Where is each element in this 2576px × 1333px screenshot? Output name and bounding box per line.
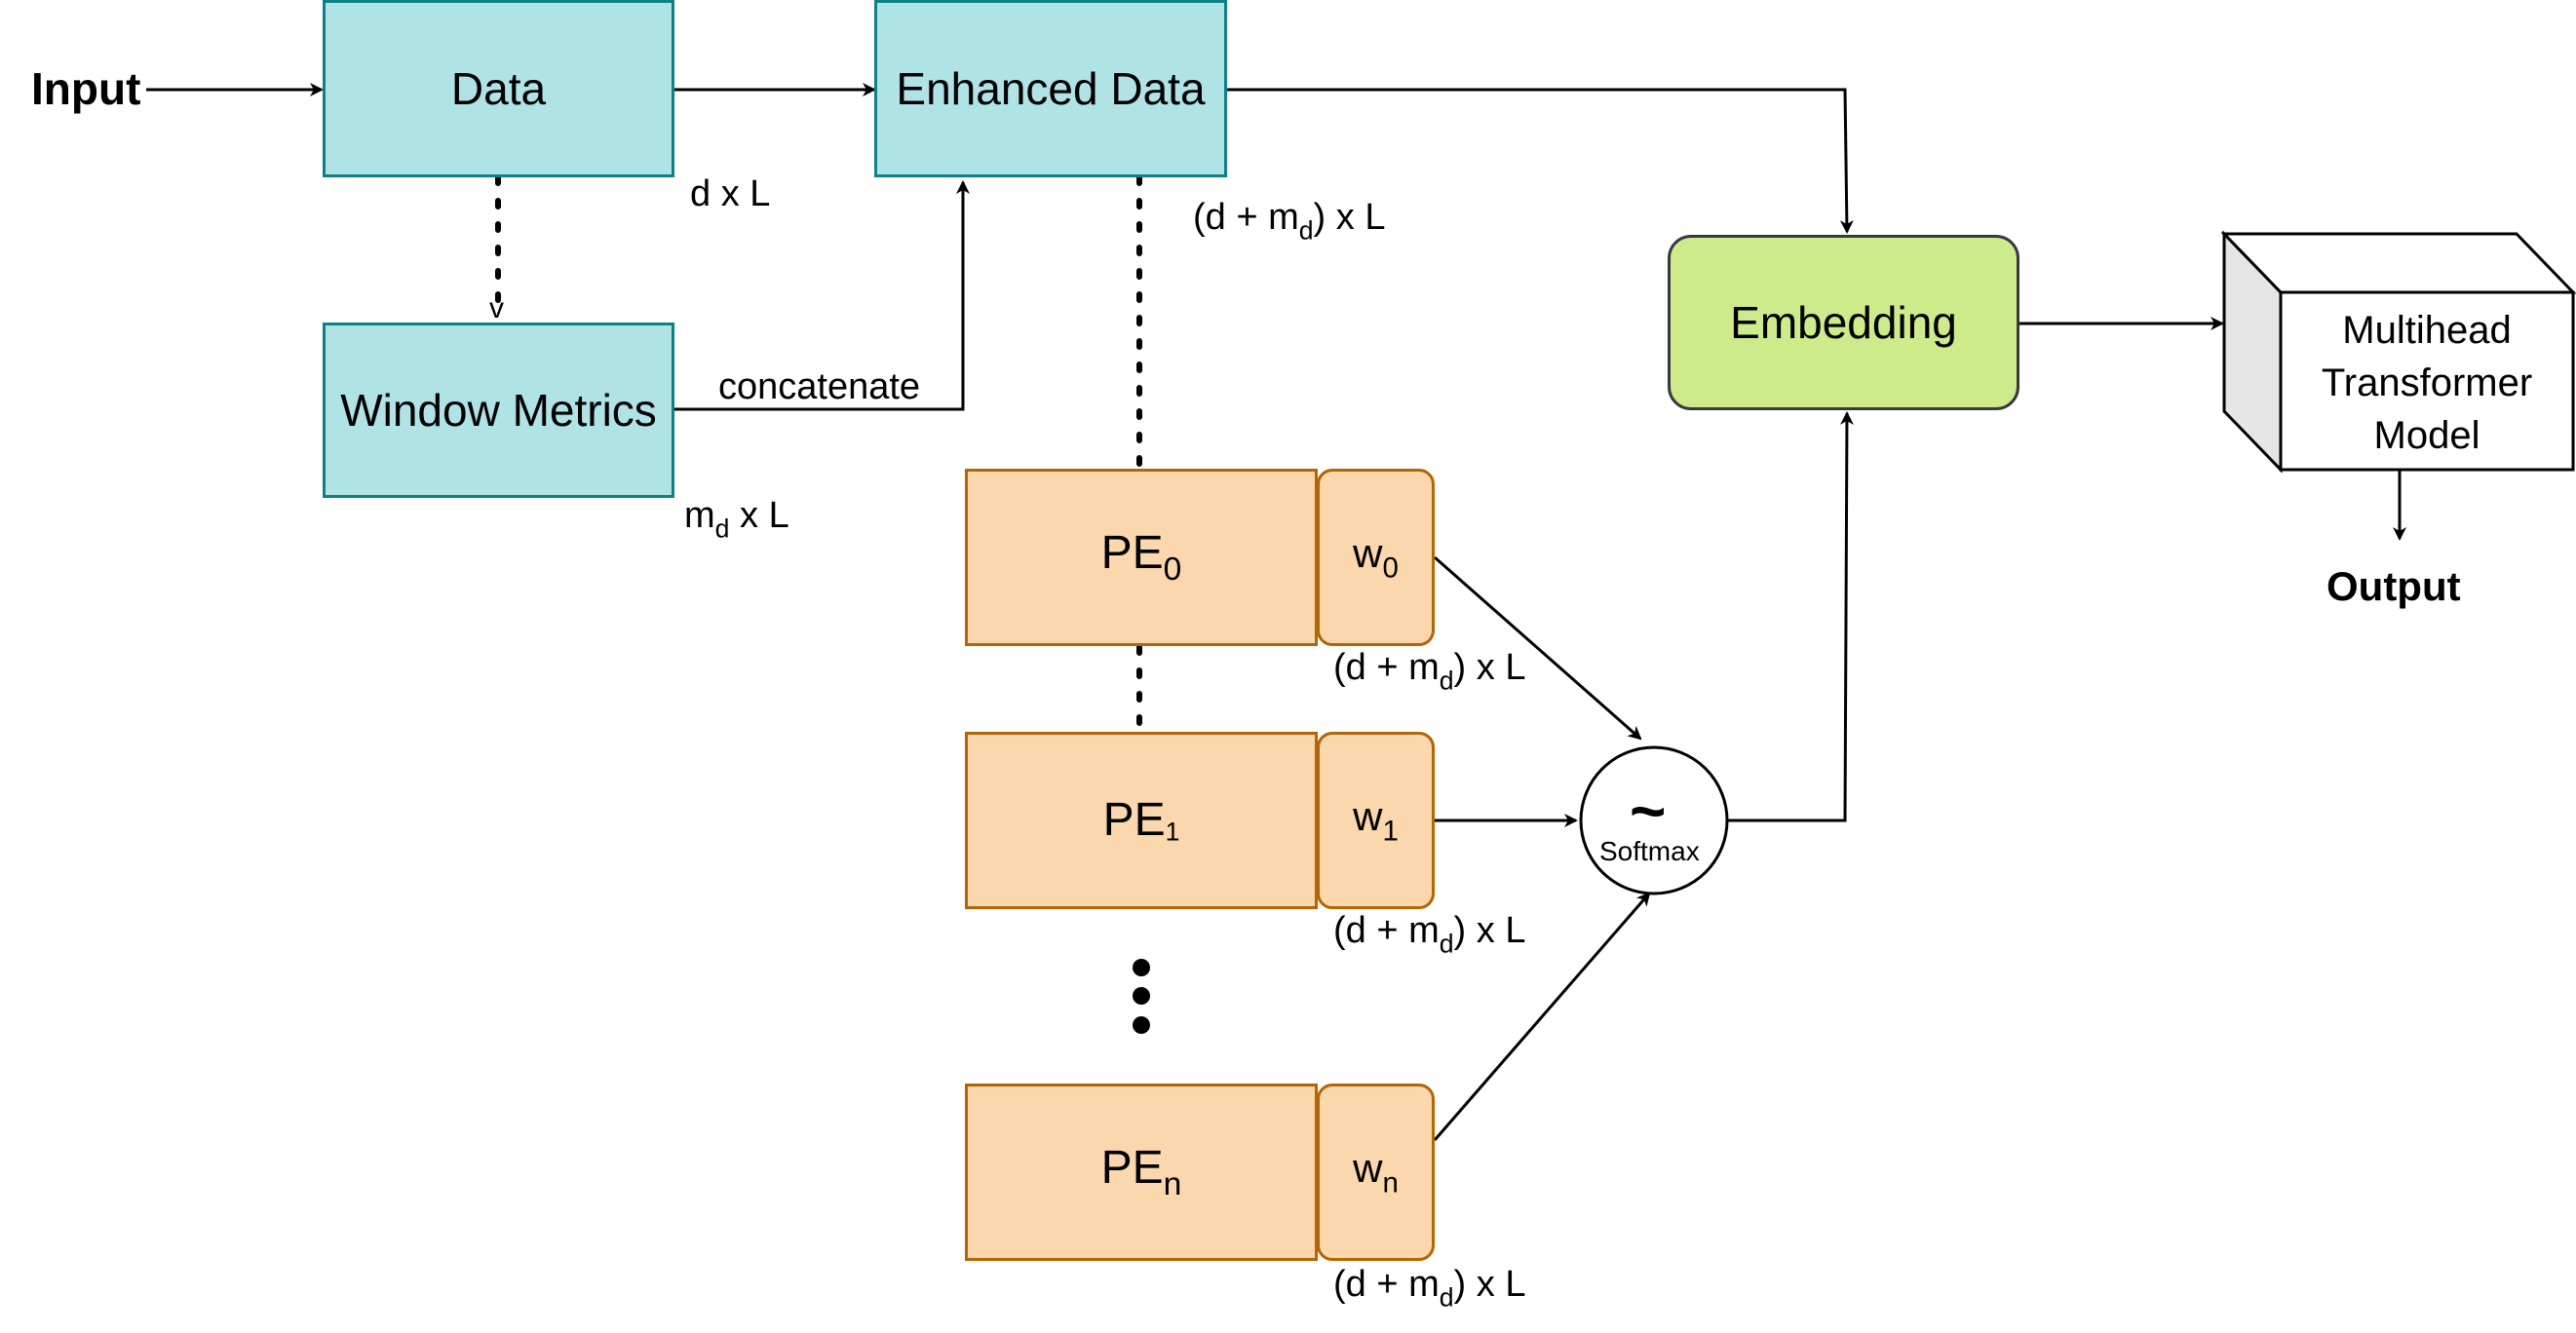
pe-block-1: PE1 — [965, 732, 1318, 909]
enhanced-data-node: Enhanced Data — [874, 0, 1227, 177]
weight-block-0: w0 — [1317, 469, 1435, 646]
input-label: Input — [31, 63, 141, 114]
weight-block-1: w1 — [1317, 732, 1435, 909]
window-dims-label: md x L — [684, 495, 789, 544]
edge-wn-to-softmax — [1433, 892, 1651, 1141]
transformer-label: Multihead Transformer Model — [2321, 309, 2533, 457]
data-node: Data — [323, 0, 674, 177]
ellipsis-dot — [1133, 959, 1150, 976]
dotted-arrow-head: v — [489, 292, 504, 324]
softmax-label: Softmax — [1599, 836, 1700, 866]
pe0-dims-label: (d + md) x L — [1333, 647, 1526, 696]
weight-block-n: wn — [1317, 1084, 1435, 1261]
output-label: Output — [2326, 563, 2461, 609]
softmax-symbol: ~ — [1630, 776, 1667, 846]
edge-w0-to-softmax — [1434, 555, 1642, 741]
ellipsis-dot — [1133, 1016, 1150, 1034]
window-metrics-node: Window Metrics — [323, 323, 674, 498]
edge-softmax-to-embedding — [1727, 411, 1854, 822]
data-node-label: Data — [450, 63, 547, 114]
edge-concatenate — [674, 180, 970, 411]
embedding-label: Embedding — [1730, 297, 1957, 348]
data-dims-label: d x L — [690, 173, 771, 214]
transformer-box — [2220, 230, 2576, 474]
window-metrics-label: Window Metrics — [340, 385, 657, 436]
concatenate-label: concatenate — [718, 366, 921, 407]
pen-dims-label: (d + md) x L — [1333, 1264, 1526, 1313]
softmax-node — [1579, 745, 1729, 895]
pe1-dims-label: (d + md) x L — [1333, 910, 1526, 959]
pe-block-0: PE0 — [965, 469, 1318, 646]
embedding-node: Embedding — [1668, 235, 2019, 410]
enhanced-data-label: Enhanced Data — [896, 63, 1206, 114]
pe-block-n: PEn — [965, 1084, 1318, 1261]
edge-enhanced-to-embedding — [1226, 88, 1854, 234]
enhanced-dims-label: (d + md) x L — [1193, 197, 1386, 246]
ellipsis-dot — [1133, 987, 1150, 1005]
